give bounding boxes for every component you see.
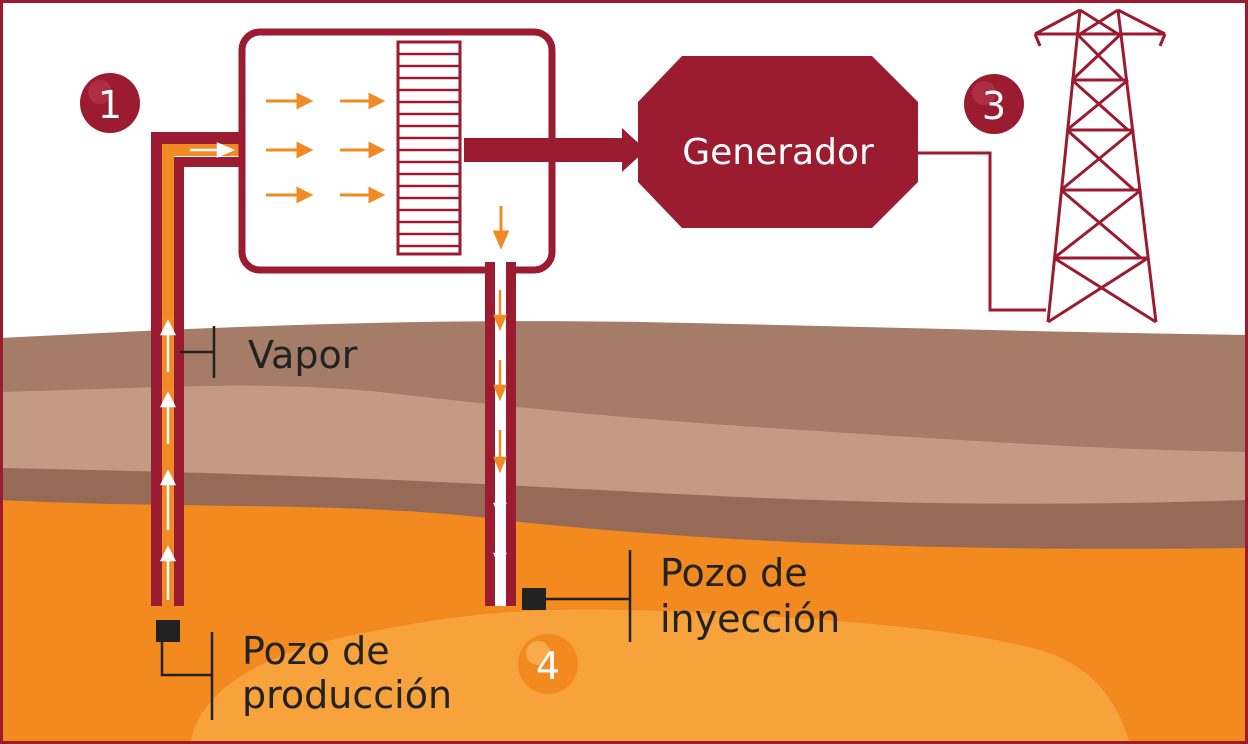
production-well-pipe-outer <box>174 157 242 606</box>
injection-well-marker <box>522 588 546 610</box>
step-4-number: 4 <box>536 644 560 688</box>
steam-label: Vapor <box>248 333 358 377</box>
step-4-badge: 4 <box>518 634 578 694</box>
transmission-tower-icon <box>1033 8 1167 324</box>
magma-reservoir <box>190 609 1130 744</box>
production-well-pipe <box>151 132 242 606</box>
production-well-marker <box>156 620 180 642</box>
step-3-badge: 3 <box>964 74 1024 134</box>
injection-well-label-line1: Pozo de <box>660 551 808 595</box>
production-well-label-line2: producción <box>242 673 452 717</box>
production-leader-line <box>160 642 212 677</box>
step-1-number: 1 <box>98 83 122 127</box>
injection-down-arrows-white <box>493 482 507 570</box>
generator-box <box>638 56 918 228</box>
power-line <box>918 151 1046 312</box>
production-well-label-line1: Pozo de <box>242 629 390 673</box>
injection-well-label-line2: inyección <box>660 597 840 641</box>
generator-label: Generador <box>682 132 874 173</box>
turbine-icon <box>396 40 462 256</box>
step-3-number: 3 <box>982 84 1006 128</box>
turbine-steam-arrows <box>266 92 510 250</box>
step-1-badge: 1 <box>80 73 140 133</box>
steam-up-arrows <box>159 142 236 600</box>
injection-down-arrows <box>493 290 507 474</box>
turbine-shaft-arrow <box>464 128 646 172</box>
